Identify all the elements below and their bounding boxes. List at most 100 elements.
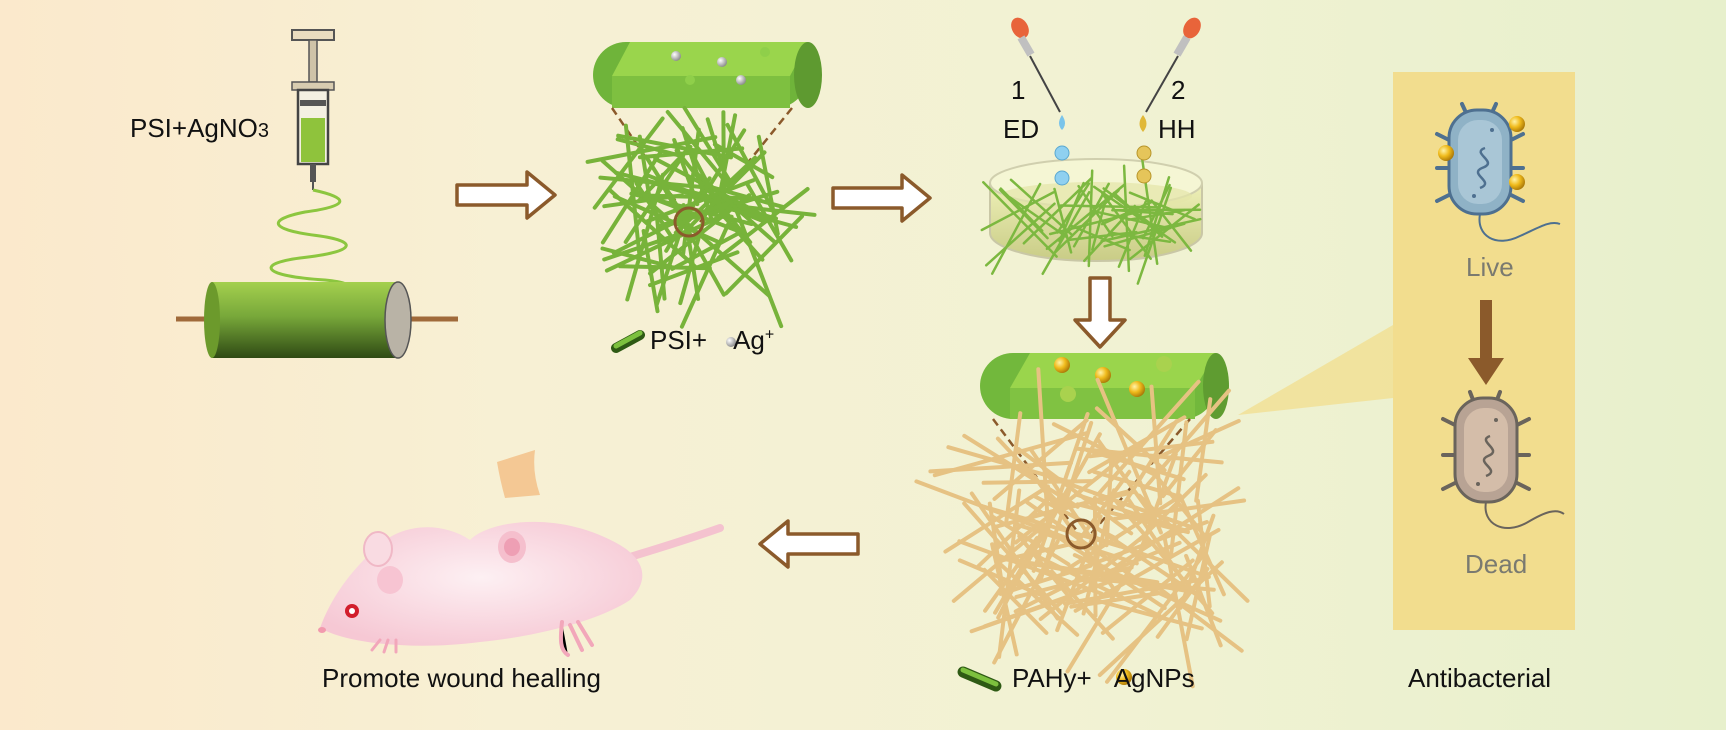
fiber-strand bbox=[1105, 552, 1206, 684]
electrospinning-jet bbox=[269, 188, 349, 296]
kill-arrow bbox=[1468, 300, 1504, 385]
fiber-strand bbox=[725, 122, 774, 210]
fiber-strand bbox=[1068, 230, 1138, 242]
arrow-down bbox=[1073, 276, 1127, 349]
fiber-strand bbox=[1112, 498, 1247, 521]
fiber-strand bbox=[724, 214, 804, 296]
fiber-strand bbox=[990, 542, 1019, 657]
fiber-strand bbox=[1017, 534, 1076, 605]
fiber-strand bbox=[1149, 384, 1163, 506]
fiber-strand bbox=[1090, 209, 1171, 230]
fiber-strand bbox=[1088, 439, 1215, 459]
fiber-strand bbox=[957, 539, 1104, 596]
fiber-strand bbox=[1083, 204, 1137, 263]
fiber-strand bbox=[1100, 217, 1202, 243]
ed-drop bbox=[1054, 170, 1070, 186]
fiber-strand bbox=[1038, 420, 1094, 582]
step-2-number: 2 bbox=[1171, 75, 1186, 105]
step-1-number: 1 bbox=[1011, 75, 1026, 105]
pahy-fiber-cutaway-icon bbox=[980, 353, 1229, 419]
fiber-strand bbox=[994, 558, 1080, 637]
fiber-strand bbox=[1056, 182, 1091, 234]
pipette-2-icon bbox=[1139, 17, 1201, 132]
step-1-reagent: ED bbox=[1003, 114, 1040, 144]
arrow-left bbox=[758, 519, 860, 569]
pipette-1-icon bbox=[1011, 17, 1065, 130]
fiber-strand bbox=[645, 178, 756, 224]
dead-bacterium-icon bbox=[1441, 390, 1565, 529]
fiber-strand bbox=[670, 231, 741, 271]
ed-drop bbox=[1054, 145, 1070, 161]
fiber-strand bbox=[1019, 432, 1102, 575]
fiber-strand bbox=[990, 182, 1042, 275]
fiber-strand bbox=[600, 158, 669, 220]
fiber-strand bbox=[679, 214, 734, 329]
fiber-strand bbox=[980, 191, 1055, 232]
fiber-strand bbox=[1129, 203, 1200, 261]
fiber-strand bbox=[1036, 367, 1050, 525]
fiber-strand bbox=[1151, 470, 1211, 543]
fiber-strand bbox=[607, 188, 698, 269]
fiber-strand bbox=[976, 497, 1050, 569]
fiber-strand bbox=[672, 138, 700, 207]
fiber-strand bbox=[1008, 196, 1069, 239]
wound-healing-label: Promote wound healling bbox=[322, 663, 601, 693]
arrow-right-2 bbox=[831, 173, 932, 223]
fiber-strand bbox=[1085, 448, 1186, 482]
mouse-icon bbox=[318, 521, 724, 657]
fiber-strand bbox=[1092, 495, 1098, 618]
fiber-strand bbox=[1070, 224, 1131, 252]
collector-drum-icon bbox=[176, 281, 458, 359]
fiber-strand bbox=[943, 484, 1050, 554]
fiber-strand bbox=[704, 183, 786, 210]
live-bacterium-icon bbox=[1435, 102, 1561, 242]
fiber-strand bbox=[612, 194, 721, 244]
psi-fiber-cutaway-icon bbox=[593, 42, 822, 108]
zoom-circle bbox=[673, 206, 705, 238]
fiber-strand bbox=[1128, 191, 1196, 221]
fiber-strand bbox=[1096, 379, 1201, 497]
fiber-strand bbox=[1053, 187, 1073, 254]
fiber-strand bbox=[1072, 182, 1110, 248]
fiber-strand bbox=[1111, 231, 1172, 244]
fiber-strand bbox=[1074, 446, 1224, 465]
syringe-icon bbox=[291, 29, 335, 190]
live-label: Live bbox=[1466, 252, 1514, 282]
fiber-strand bbox=[1104, 453, 1114, 548]
fiber-strand bbox=[984, 202, 1056, 267]
psi-ag-legend: PSI+Ag+ bbox=[650, 325, 775, 355]
fiber-strand bbox=[1004, 411, 1023, 526]
fiber-strand bbox=[716, 187, 810, 260]
fiber-strand bbox=[1136, 186, 1173, 285]
fiber-strand bbox=[634, 181, 676, 242]
fiber-strand bbox=[1087, 415, 1187, 475]
fiber-strand bbox=[732, 204, 784, 329]
fiber-strand bbox=[1156, 418, 1241, 459]
psi-fiber-legend-icon bbox=[611, 330, 645, 353]
fiber-strand bbox=[962, 433, 1080, 509]
fiber-strand bbox=[1126, 497, 1184, 582]
fiber-strand bbox=[1022, 177, 1093, 245]
fiber-strand bbox=[1137, 493, 1250, 603]
green-fiber-mesh bbox=[585, 106, 817, 329]
fiber-strand bbox=[1158, 587, 1244, 653]
fiber-strand bbox=[1137, 473, 1208, 542]
silver-ion-legend-icon bbox=[726, 337, 736, 347]
fiber-strand bbox=[1069, 591, 1160, 609]
fiber-strand bbox=[1092, 598, 1204, 631]
fiber-strand bbox=[1032, 474, 1117, 593]
syringe-label: PSI+AgNO3 bbox=[130, 113, 270, 143]
hh-drop bbox=[1136, 168, 1152, 184]
fiber-strand bbox=[1083, 540, 1182, 584]
fiber-strand bbox=[1143, 176, 1171, 257]
antibacterial-label: Antibacterial bbox=[1408, 663, 1552, 693]
fiber-strand bbox=[623, 123, 642, 259]
fiber-strand bbox=[625, 172, 665, 302]
zoom-circle bbox=[1065, 518, 1097, 550]
zoom-beam bbox=[1238, 325, 1393, 415]
fiber-strand bbox=[1119, 419, 1179, 510]
pahy-fiber-legend-icon bbox=[957, 666, 1002, 692]
fiber-strand bbox=[928, 460, 1073, 474]
fiber-strand bbox=[1141, 183, 1171, 240]
